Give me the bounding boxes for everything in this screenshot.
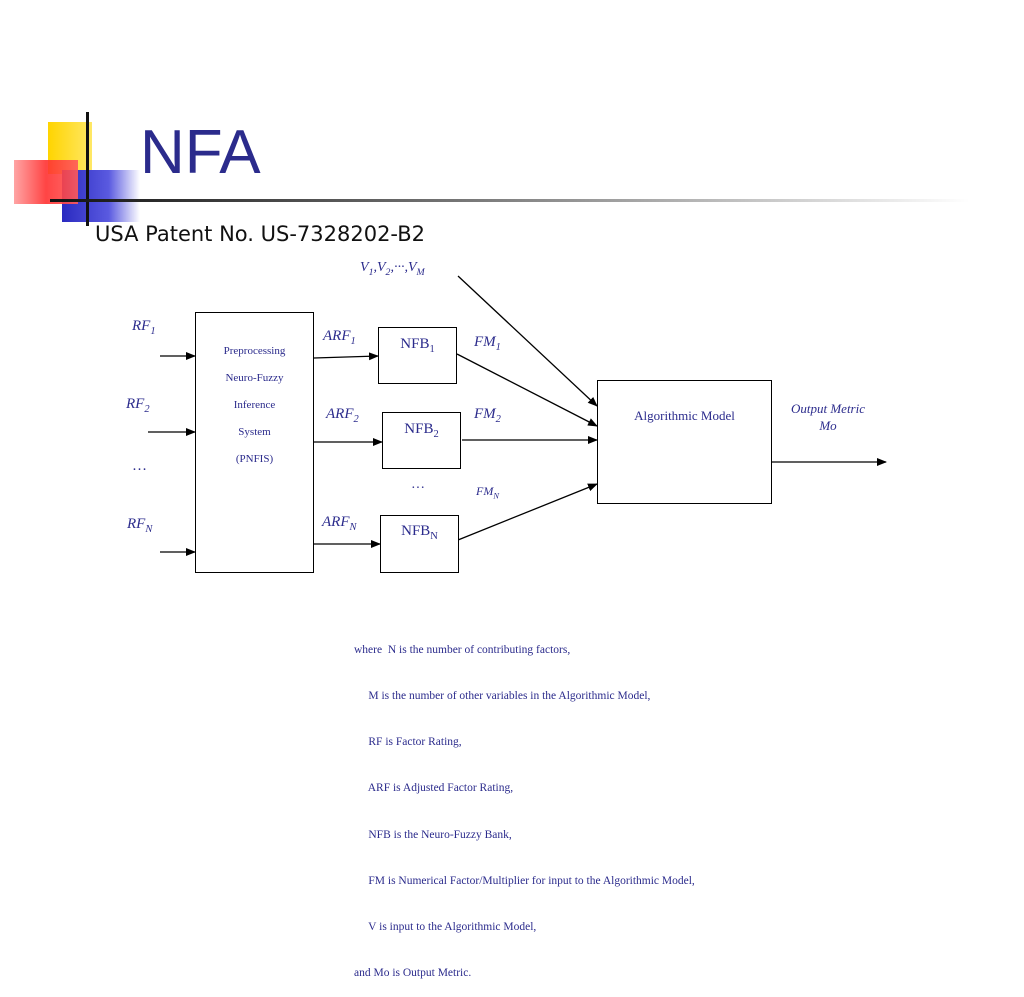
rf-ellipsis: … bbox=[132, 458, 147, 474]
pnfis-box: Preprocessing Neuro-Fuzzy Inference Syst… bbox=[195, 312, 314, 573]
arrow-arf1 bbox=[313, 352, 379, 361]
fmn-label: FMN bbox=[476, 484, 499, 501]
diagram-connectors bbox=[148, 275, 887, 556]
arrow-fm1 bbox=[456, 353, 598, 427]
divider-vertical bbox=[86, 112, 89, 226]
pnfis-line: Neuro-Fuzzy bbox=[225, 372, 284, 384]
arrow-fmn bbox=[457, 483, 598, 541]
algorithmic-model-box: Algorithmic Model bbox=[597, 380, 772, 504]
rf2-label: RF2 bbox=[126, 396, 150, 415]
v-inputs-label: V1,V2,···,VM bbox=[360, 260, 425, 278]
slide-decoration bbox=[14, 112, 970, 226]
nfb2-box: NFB2 bbox=[382, 412, 461, 469]
divider-horizontal bbox=[50, 199, 970, 202]
nfb1-box: NFB1 bbox=[378, 327, 457, 384]
arf1-label: ARF1 bbox=[323, 328, 356, 347]
legend-line: where N is the number of contributing fa… bbox=[354, 643, 571, 656]
pnfis-line: System bbox=[238, 426, 271, 438]
pnfis-line: Inference bbox=[233, 399, 276, 411]
slide-subtitle: USA Patent No. US-7328202-B2 bbox=[95, 222, 426, 246]
legend-line: FM is Numerical Factor/Multiplier for in… bbox=[354, 874, 695, 887]
legend-line: M is the number of other variables in th… bbox=[354, 690, 651, 703]
algorithmic-model-label: Algorithmic Model bbox=[634, 408, 735, 423]
fm1-label: FM1 bbox=[474, 334, 501, 353]
legend: where N is the number of contributing fa… bbox=[354, 612, 695, 997]
arfn-label: ARFN bbox=[322, 514, 357, 533]
arrow-v-input bbox=[457, 275, 598, 407]
rf1-label: RF1 bbox=[132, 318, 156, 337]
pnfis-line: (PNFIS) bbox=[235, 453, 274, 465]
legend-line: ARF is Adjusted Factor Rating, bbox=[354, 782, 514, 795]
legend-line: RF is Factor Rating, bbox=[354, 736, 462, 749]
legend-line: V is input to the Algorithmic Model, bbox=[354, 921, 537, 934]
fm2-label: FM2 bbox=[474, 406, 501, 425]
nfb-ellipsis: ··· bbox=[411, 481, 425, 496]
pnfis-line: Preprocessing bbox=[223, 345, 286, 357]
red-square bbox=[14, 160, 78, 204]
rfn-label: RFN bbox=[127, 516, 153, 535]
output-metric-label: Output Metric Mo bbox=[790, 401, 865, 433]
legend-line: and Mo is Output Metric. bbox=[354, 967, 472, 980]
nfbn-box: NFBN bbox=[380, 515, 459, 573]
slide-title: NFA bbox=[140, 118, 261, 187]
arf2-label: ARF2 bbox=[326, 406, 359, 425]
legend-line: NFB is the Neuro-Fuzzy Bank, bbox=[354, 828, 512, 841]
